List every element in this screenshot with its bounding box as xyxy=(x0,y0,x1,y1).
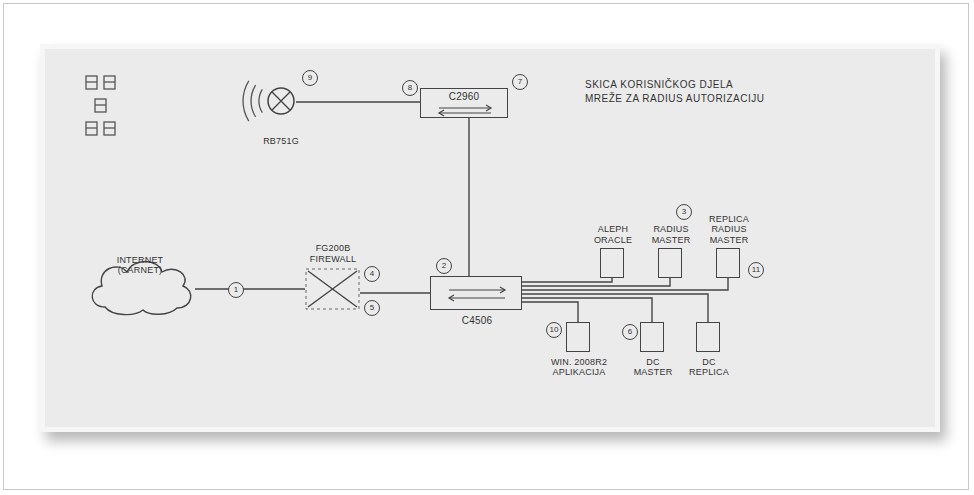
callout-number: 6 xyxy=(622,324,638,340)
switch-arrow xyxy=(439,112,491,113)
access-point-cross xyxy=(272,92,290,110)
server-box: ALEPH ORACLE xyxy=(600,248,624,278)
wireless-arc xyxy=(259,89,262,112)
server-box: WIN. 2008R2 APLIKACIJA xyxy=(566,322,590,352)
access-point-outline xyxy=(266,86,296,116)
text-block: C2960 xyxy=(421,91,507,103)
text-block: FG200B FIREWALL xyxy=(301,243,365,264)
device-icon xyxy=(95,99,106,112)
node-label: C2960 xyxy=(421,91,507,103)
server-box: RADIUS MASTER xyxy=(658,248,682,278)
device-icon xyxy=(86,127,97,128)
network-link xyxy=(360,292,430,293)
text-block: RB751G xyxy=(251,136,311,146)
device-icon xyxy=(86,81,97,82)
firewall-cross xyxy=(308,271,357,307)
switch-box: C4506 xyxy=(430,276,522,310)
callout-number: 7 xyxy=(512,74,528,90)
callout-number: 9 xyxy=(302,70,318,86)
callout-number: 5 xyxy=(364,300,380,316)
device-icon xyxy=(95,104,106,105)
text-block: DC REPLICA xyxy=(682,357,736,378)
client-devices xyxy=(86,76,115,135)
network-link xyxy=(522,278,670,286)
device-icon xyxy=(104,76,115,89)
access-point: RB751G xyxy=(266,86,296,116)
firewall-outline xyxy=(306,269,359,309)
wireless-arc xyxy=(243,81,249,121)
text-block: ALEPH ORACLE xyxy=(586,224,640,245)
callout-number: 10 xyxy=(546,322,562,338)
device-icon xyxy=(104,122,115,135)
device-icon xyxy=(86,122,97,135)
switch-arrow xyxy=(500,287,505,293)
node-label: DC MASTER xyxy=(626,357,680,378)
firewall-cross xyxy=(308,271,357,307)
callout-number: 4 xyxy=(364,266,380,282)
switch-arrow xyxy=(449,289,505,290)
network-link xyxy=(522,278,612,282)
text-block: DC MASTER xyxy=(626,357,680,378)
node-label: WIN. 2008R2 APLIKACIJA xyxy=(544,357,614,378)
node-label: FG200B FIREWALL xyxy=(301,243,365,264)
callout-number: 11 xyxy=(748,262,764,278)
wireless-waves xyxy=(243,81,262,121)
text-block: RADIUS MASTER xyxy=(644,224,698,245)
server-box: REPLICA RADIUS MASTER xyxy=(716,248,740,278)
switch-box-outline xyxy=(431,277,523,311)
network-link xyxy=(195,288,305,289)
switch-arrow xyxy=(449,295,454,301)
network-link xyxy=(522,278,728,290)
callout-number: 2 xyxy=(436,258,452,274)
switch-arrow xyxy=(486,105,491,111)
callout-number: 1 xyxy=(228,282,244,298)
callout-number: 8 xyxy=(402,80,418,96)
text-block: INTERNET (CARNET) xyxy=(111,255,169,276)
text-block: WIN. 2008R2 APLIKACIJA xyxy=(544,357,614,378)
node-label: INTERNET (CARNET) xyxy=(111,255,169,276)
node-label: RB751G xyxy=(251,136,311,146)
firewall-box: FG200B FIREWALL xyxy=(305,268,360,310)
switch-box: C2960 xyxy=(420,88,508,118)
access-point-circle xyxy=(268,88,294,114)
network-link xyxy=(522,302,578,322)
internet-cloud: INTERNET (CARNET) xyxy=(85,255,195,317)
text-block: REPLICA RADIUS MASTER xyxy=(702,214,756,245)
switch-arrow xyxy=(439,107,491,108)
node-label: C4506 xyxy=(447,315,507,327)
device-icon xyxy=(104,81,115,82)
access-point-cross xyxy=(272,92,290,110)
paper-sheet xyxy=(40,44,940,432)
firewall-box-outline xyxy=(305,268,360,310)
network-link xyxy=(522,298,652,322)
node-label: REPLICA RADIUS MASTER xyxy=(702,214,756,245)
server-box: DC REPLICA xyxy=(696,322,720,352)
callout-number: 3 xyxy=(676,204,692,220)
network-link xyxy=(296,101,420,102)
node-label: ALEPH ORACLE xyxy=(586,224,640,245)
text-block: C4506 xyxy=(447,315,507,327)
node-label: RADIUS MASTER xyxy=(644,224,698,245)
device-icon xyxy=(104,127,115,128)
server-box: DC MASTER xyxy=(640,322,664,352)
wireless-arc xyxy=(251,85,256,117)
network-link xyxy=(522,294,708,322)
diagram-title: SKICA KORISNIČKOG DJELA MREŽE ZA RADIUS … xyxy=(585,78,773,105)
network-link xyxy=(468,118,469,276)
switch-arrow xyxy=(439,110,444,116)
switch-arrow xyxy=(449,297,505,298)
node-label: DC REPLICA xyxy=(682,357,736,378)
device-icon xyxy=(86,76,97,89)
